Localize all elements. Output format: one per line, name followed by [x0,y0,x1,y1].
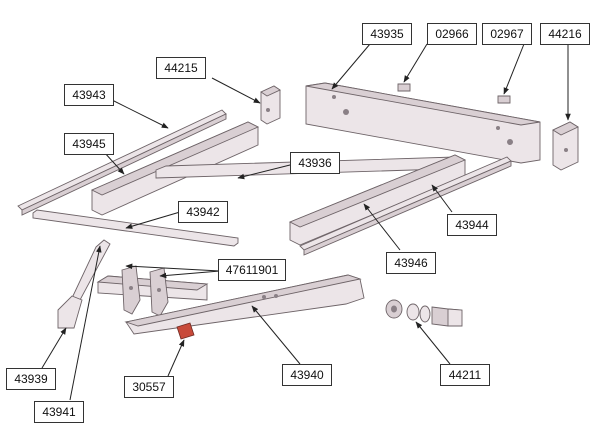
label-43940: 43940 [282,364,332,386]
part-43935-rear-beam [305,82,541,164]
label-43944: 43944 [447,214,497,236]
part-02966-clip [397,83,411,92]
label-43935: 43935 [362,23,412,45]
part-43940-arm [124,274,365,335]
part-30557-block [176,322,195,340]
label-43936: 43936 [290,152,340,174]
label-02967: 02967 [482,23,532,45]
label-44216: 44216 [540,23,590,45]
part-43944-rail [299,156,512,256]
label-30557: 30557 [124,376,174,398]
part-43943-rail [17,109,227,216]
part-47611901-hooks [121,265,169,317]
label-02966: 02966 [427,23,477,45]
label-47611901: 47611901 [218,259,286,281]
label-43941: 43941 [34,401,84,423]
part-44216-bracket [552,121,579,171]
leader-lines [41,43,571,401]
label-43946: 43946 [386,252,436,274]
label-44215: 44215 [156,57,206,79]
label-43945: 43945 [64,133,114,155]
part-02967-clip [497,95,511,104]
part-44211-bolt-set [385,299,463,327]
label-43943: 43943 [64,84,114,106]
label-44211: 44211 [440,364,490,386]
part-43939-foot [57,295,83,329]
part-44215-bracket [260,85,281,125]
label-43939: 43939 [6,368,56,390]
part-43942-rail [32,209,239,247]
label-43942: 43942 [178,201,228,223]
